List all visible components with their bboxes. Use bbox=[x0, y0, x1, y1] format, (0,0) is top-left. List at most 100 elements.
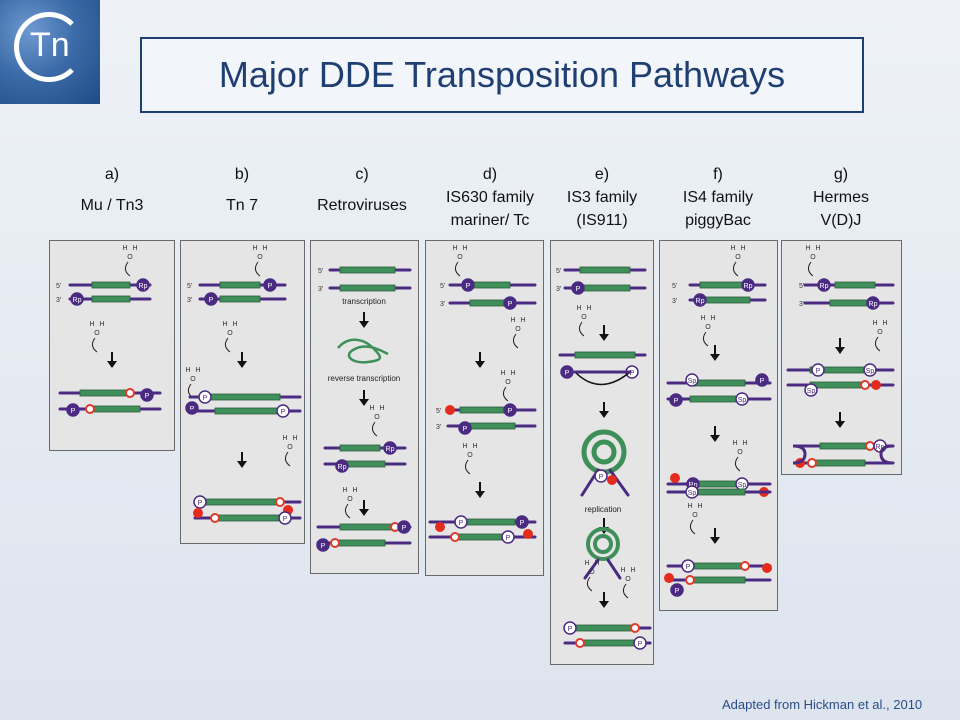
phosphate-marker bbox=[685, 485, 699, 499]
column-letter: f) bbox=[713, 166, 723, 183]
phosphate-marker bbox=[136, 278, 150, 292]
dna-strand bbox=[606, 558, 622, 580]
water-h-label: H bbox=[732, 440, 737, 447]
water-h-label: H bbox=[369, 405, 374, 412]
rna-squiggle-icon bbox=[337, 338, 389, 364]
column-header-e: e) IS3 family (IS911) bbox=[542, 163, 662, 232]
water-attack-arrow bbox=[512, 333, 519, 349]
water-h-label: H bbox=[89, 321, 94, 328]
water-h-label: H bbox=[262, 245, 267, 252]
water-attack-arrow bbox=[732, 261, 739, 277]
transposon-segment bbox=[689, 576, 746, 584]
water-h-label: H bbox=[594, 560, 599, 567]
open-3prime-end bbox=[630, 623, 640, 633]
phosphate-marker bbox=[278, 511, 292, 525]
three-prime-label: 3' bbox=[799, 301, 804, 308]
step-arrow-head bbox=[710, 537, 720, 544]
step-arrow-head bbox=[599, 411, 609, 418]
step-arrow-head bbox=[359, 321, 369, 328]
water-o-label: O bbox=[347, 496, 353, 503]
water-o-label: O bbox=[625, 576, 631, 583]
replication-label: replication bbox=[585, 505, 621, 514]
five-prime-label: 5' bbox=[187, 283, 192, 290]
three-prime-label: 3' bbox=[436, 424, 441, 431]
phosphate-marker bbox=[397, 520, 411, 534]
phosphate-label: Rp bbox=[386, 446, 395, 453]
phosphate-marker bbox=[571, 281, 585, 295]
column-title: Mu / Tn3 bbox=[80, 197, 144, 214]
water-attack-arrow bbox=[689, 519, 696, 535]
phosphate-label: Sp bbox=[738, 482, 747, 489]
phosphate-marker bbox=[458, 421, 472, 435]
phosphate-marker bbox=[204, 292, 218, 306]
red-dot-marker bbox=[762, 563, 772, 573]
phosphate-marker bbox=[140, 388, 154, 402]
water-h-label: H bbox=[700, 315, 705, 322]
open-3prime-end bbox=[575, 638, 585, 648]
phosphate-label: Rp bbox=[696, 298, 705, 305]
water-h-label: H bbox=[342, 487, 347, 494]
column-letter: g) bbox=[833, 166, 849, 183]
transposon-segment bbox=[574, 351, 636, 359]
phosphate-marker bbox=[735, 392, 749, 406]
transposon-segment bbox=[834, 281, 876, 289]
step-arrow-head bbox=[475, 491, 485, 498]
red-dot-marker bbox=[435, 522, 445, 532]
phosphate-label: P bbox=[520, 520, 525, 527]
transposon-segment bbox=[809, 459, 866, 467]
logo-text: Tn bbox=[30, 26, 70, 64]
phosphate-label: P bbox=[508, 408, 513, 415]
water-o-label: O bbox=[374, 414, 380, 421]
transposon-segment bbox=[91, 295, 131, 303]
phosphate-label: Rp bbox=[744, 283, 753, 290]
three-prime-label: 3' bbox=[56, 297, 61, 304]
transposon-segment bbox=[91, 281, 131, 289]
phosphate-marker bbox=[383, 441, 397, 455]
transcription-label: transcription bbox=[342, 297, 386, 306]
water-h-label: H bbox=[222, 321, 227, 328]
phosphate-marker bbox=[866, 296, 880, 310]
column-header-b: b) Tn 7 bbox=[182, 163, 302, 217]
phosphate-label: Rp bbox=[869, 301, 878, 308]
transposon-segment bbox=[79, 389, 131, 397]
phosphate-label: Rp bbox=[338, 464, 347, 471]
phosphate-marker bbox=[335, 459, 349, 473]
transposon-segment bbox=[469, 281, 511, 289]
transposon-segment bbox=[574, 624, 636, 632]
transposon-segment bbox=[579, 639, 641, 647]
phosphate-marker bbox=[693, 293, 707, 307]
step-arrow-head bbox=[475, 361, 485, 368]
circular-intermediate-inner bbox=[591, 439, 617, 465]
water-o-label: O bbox=[581, 314, 587, 321]
open-3prime-end bbox=[685, 575, 695, 585]
water-h-label: H bbox=[510, 317, 515, 324]
water-attack-arrow bbox=[807, 261, 814, 277]
phosphate-marker bbox=[70, 292, 84, 306]
phosphate-marker bbox=[669, 393, 683, 407]
water-o-label: O bbox=[457, 254, 463, 261]
water-h-label: H bbox=[882, 320, 887, 327]
phosphate-label: P bbox=[268, 283, 273, 290]
five-prime-label: 5' bbox=[672, 283, 677, 290]
phosphate-label: Rp bbox=[73, 297, 82, 304]
transposon-segment bbox=[819, 442, 871, 450]
five-prime-label: 5' bbox=[318, 268, 323, 275]
water-h-label: H bbox=[740, 245, 745, 252]
red-dot-marker bbox=[193, 508, 203, 518]
water-h-label: H bbox=[576, 305, 581, 312]
phosphate-marker bbox=[503, 296, 517, 310]
water-h-label: H bbox=[452, 245, 457, 252]
logo-ring-icon bbox=[14, 12, 84, 82]
phosphate-label: P bbox=[760, 378, 765, 385]
phosphate-label: Sp bbox=[866, 368, 875, 375]
five-prime-label: 5' bbox=[799, 283, 804, 290]
phosphate-label: P bbox=[599, 474, 604, 481]
water-h-label: H bbox=[872, 320, 877, 327]
column-header-f: f) IS4 family piggyBac bbox=[658, 163, 778, 232]
water-attack-arrow bbox=[586, 576, 593, 592]
water-attack-arrow bbox=[124, 261, 131, 277]
dna-strand bbox=[608, 468, 630, 497]
circular-intermediate-outer bbox=[581, 429, 627, 475]
three-prime-label: 3' bbox=[187, 297, 192, 304]
phosphate-marker bbox=[276, 404, 290, 418]
